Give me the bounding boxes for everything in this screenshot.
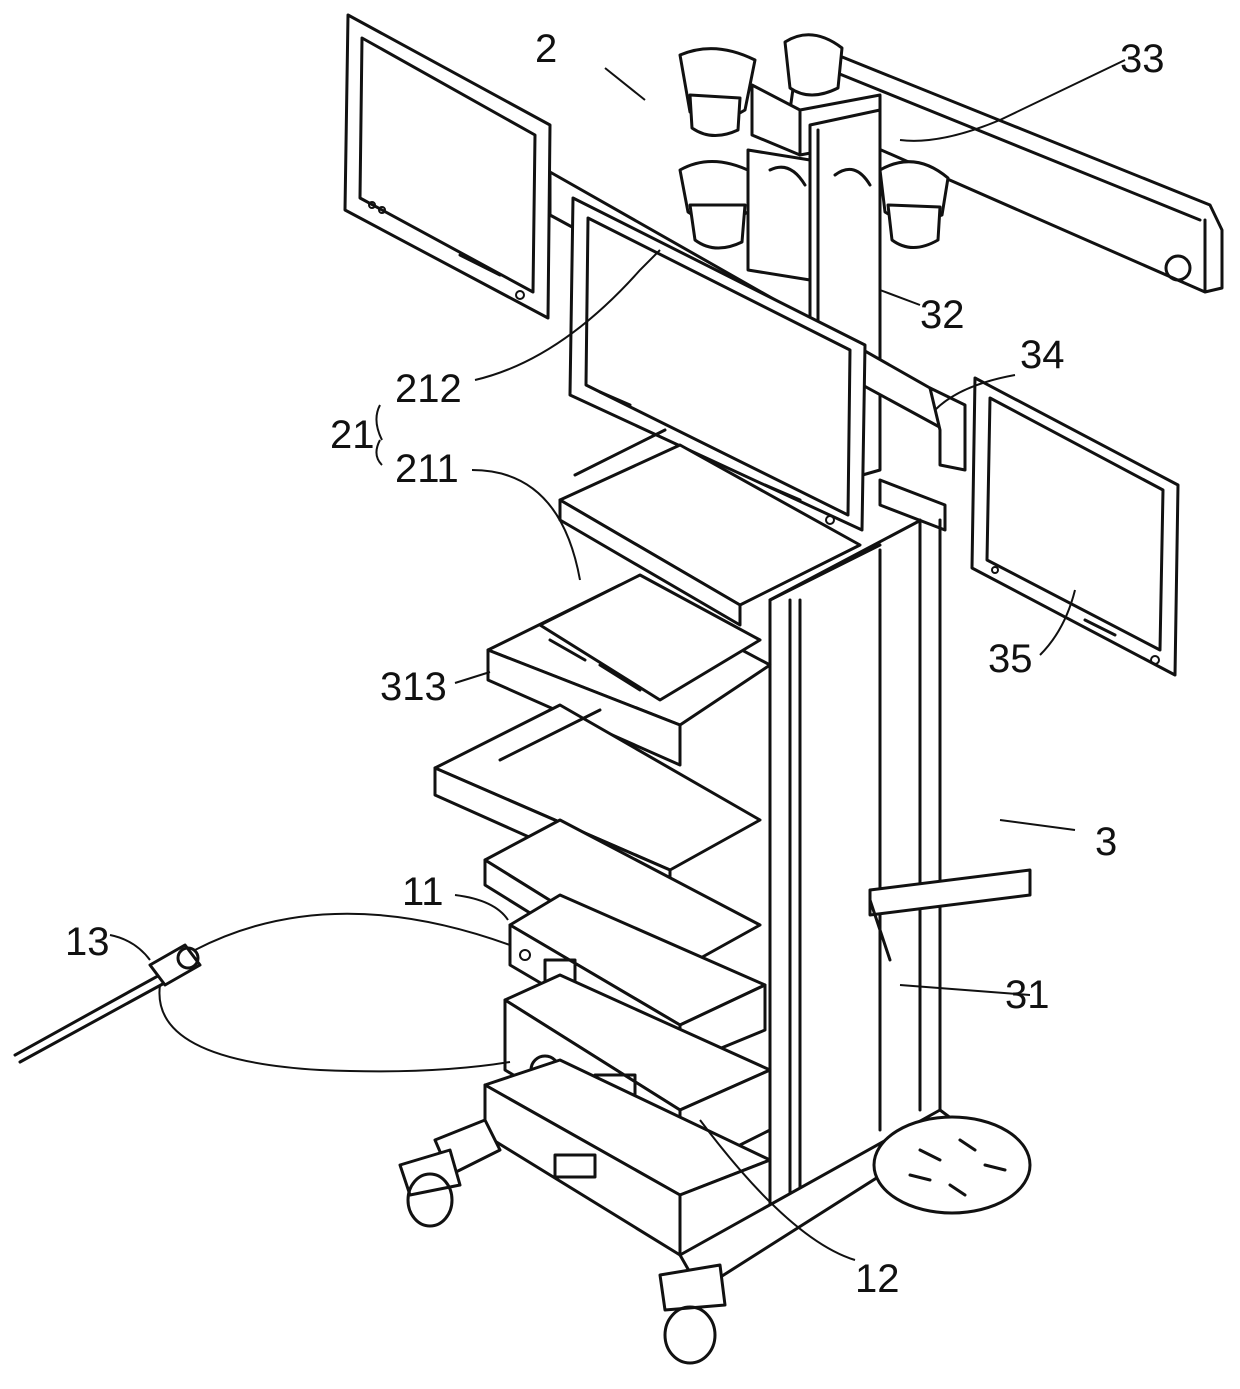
- label-32: 32: [920, 293, 965, 337]
- right-monitor: [972, 378, 1178, 675]
- cables: [159, 914, 510, 1072]
- label-211: 211: [395, 447, 459, 491]
- label-33: 33: [1120, 37, 1165, 81]
- label-3: 3: [1095, 820, 1117, 864]
- label-12: 12: [855, 1257, 900, 1301]
- label-313: 313: [380, 665, 447, 709]
- foot-tray: [874, 1117, 1030, 1213]
- label-35: 35: [988, 637, 1033, 681]
- label-2: 2: [535, 27, 557, 71]
- label-13: 13: [65, 920, 110, 964]
- tower-pillar: [770, 480, 945, 1210]
- caster-front: [660, 1265, 725, 1363]
- caster-left: [400, 1150, 460, 1226]
- label-31: 31: [1005, 973, 1050, 1017]
- label-21: 21: [330, 413, 375, 457]
- label-34: 34: [1020, 333, 1065, 377]
- label-11: 11: [402, 870, 444, 914]
- label-212: 212: [395, 367, 462, 411]
